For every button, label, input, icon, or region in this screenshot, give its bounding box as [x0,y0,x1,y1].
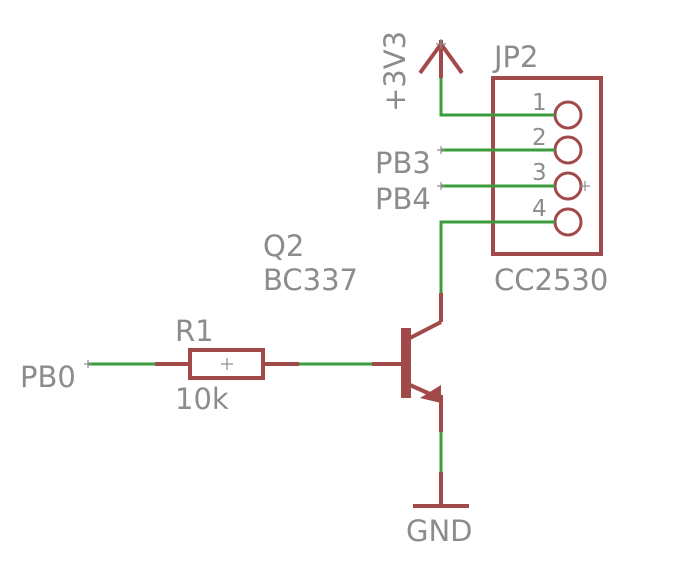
wire-pin4-to-collector[interactable] [439,220,555,293]
transistor-q2[interactable] [401,293,443,432]
transistor-value-label: BC337 [263,263,358,297]
ground-label: GND [406,514,473,548]
resistor-value-label: 10k [175,382,229,416]
pin-2-number: 2 [532,125,547,151]
transistor-name-label: Q2 [263,229,304,263]
wire-3v3-to-pin1[interactable] [439,78,555,117]
supply-3v3-label: +3V3 [378,31,412,112]
net-label-pb3: PB3 [375,146,431,180]
net-pb3-origin-mark [437,146,445,154]
connector-pin-2[interactable] [553,135,583,165]
net-label-pb4: PB4 [375,182,431,216]
resistor-r1[interactable] [188,348,265,380]
connector-pin-4[interactable] [553,207,583,237]
pin-1-number: 1 [532,90,547,116]
connector-pin-1[interactable] [553,100,583,130]
connector-name-label: JP2 [492,40,539,74]
transistor-base-bar [401,328,411,398]
resistor-name-label: R1 [175,314,214,348]
pin-3-number: 3 [532,160,547,186]
net-pb4-origin-mark [437,182,445,190]
emitter-arrow-icon [420,385,441,403]
supply-3v3-symbol[interactable] [418,39,464,78]
connector-pin-3[interactable] [553,171,583,201]
pin-4-number: 4 [532,196,547,222]
connector-value-label: CC2530 [494,263,608,297]
net-pb0-origin-mark [84,360,92,368]
connector-jp2[interactable] [491,76,603,256]
net-label-pb0: PB0 [20,360,76,394]
